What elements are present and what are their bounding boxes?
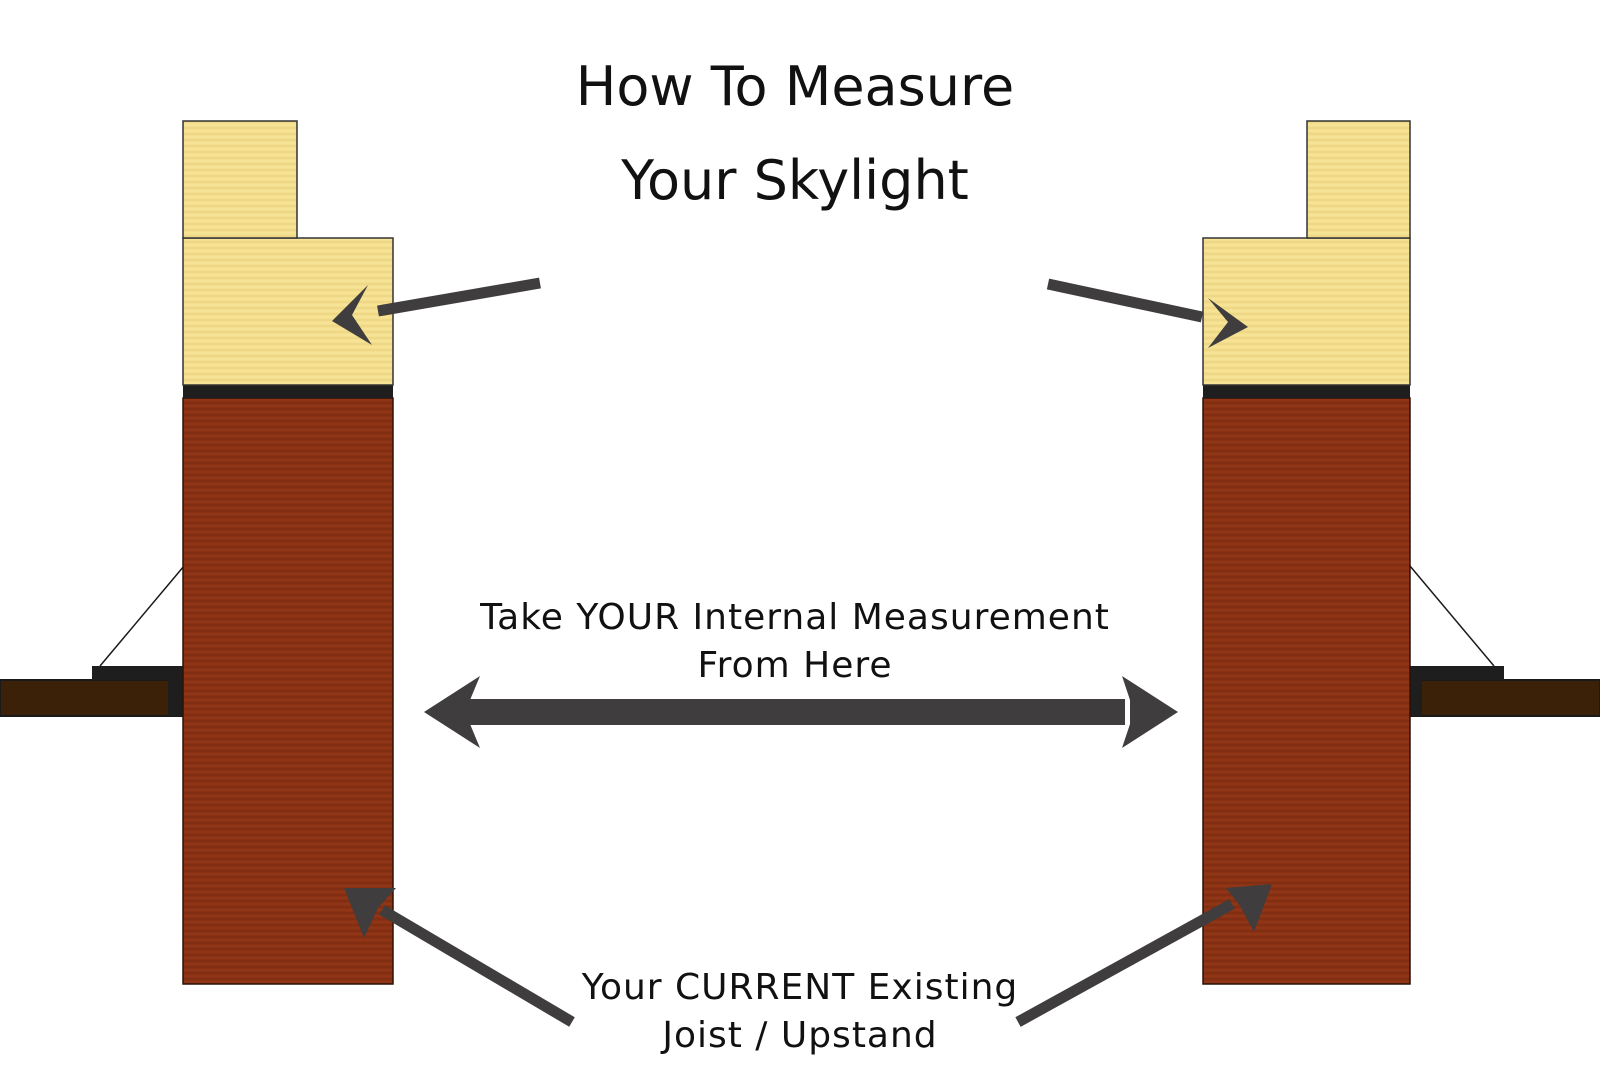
joist-line-2: Joist / Upstand [662,1015,938,1056]
right-support-line [1409,565,1495,667]
left-joist-upstand [182,397,394,985]
right-top-timber [1306,120,1411,239]
title-line-1: How To Measure [575,55,1015,118]
joist-line-1: Your CURRENT Existing [581,967,1019,1008]
left-ceiling-trim [92,666,186,716]
right-ceiling-trim [1410,666,1504,716]
arrow-to-right-kerb [1046,278,1248,348]
left-ceiling-board [0,679,187,717]
double-arrow-internal-measurement [424,676,1178,748]
arrow-to-left-kerb [332,277,541,345]
left-top-timber [182,120,298,239]
arrow-to-right-joist [1015,884,1272,1027]
right-seal-strip [1203,385,1410,398]
right-joist-upstand [1202,397,1411,985]
arrow-to-left-joist [344,888,575,1027]
measurement-line-2: From Here [697,645,893,686]
joist-label: Your CURRENT Existing Joist / Upstand [520,964,1080,1060]
left-support-line [99,565,185,667]
left-seal-strip [183,385,393,398]
page-title: How To Measure Your Skylight [500,40,1090,228]
internal-measurement-label: Take YOUR Internal Measurement From Here [430,594,1160,690]
right-ceiling-board [1409,679,1600,717]
left-kerb-timber [182,237,394,386]
measurement-line-1: Take YOUR Internal Measurement [480,597,1110,638]
title-line-2: Your Skylight [621,149,969,212]
right-kerb-timber [1202,237,1411,386]
